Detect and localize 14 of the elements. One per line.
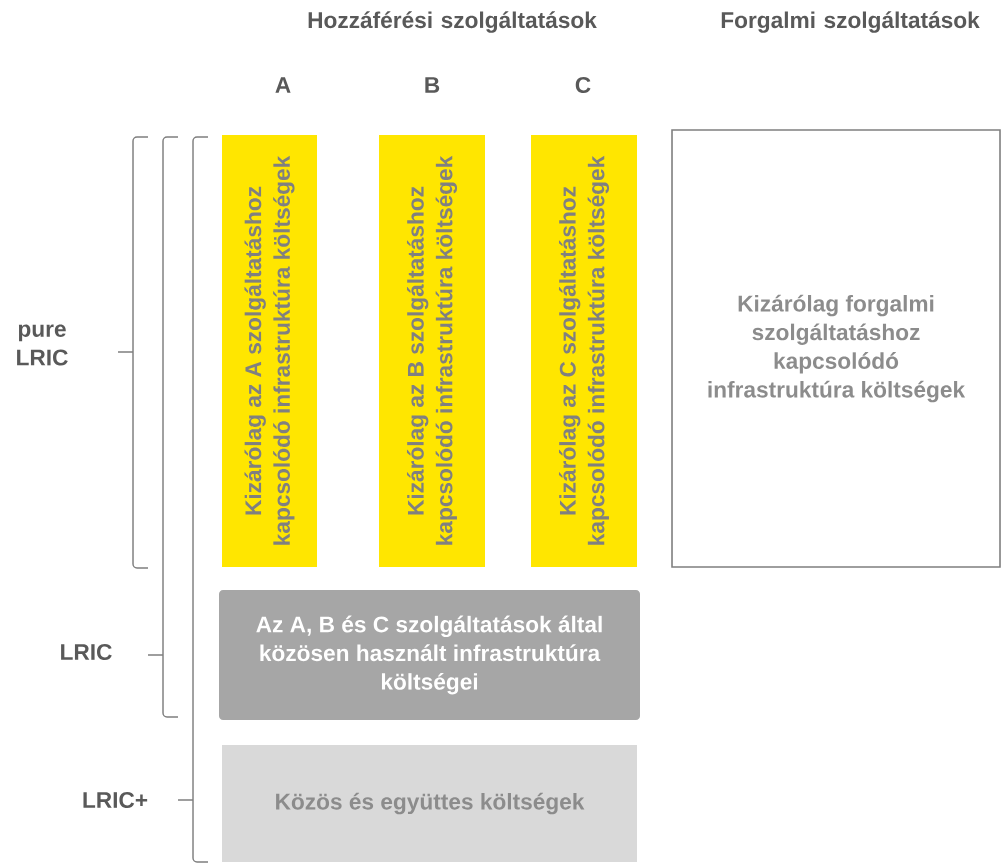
column-heading: Forgalmi szolgáltatások [721,11,980,33]
bracket-label: pure LRIC [17,324,68,366]
column-letter: A [275,77,291,93]
shared-cost-box: Az A, B és C szolgáltatások által közösen használt infrastruktúra költségei [219,590,640,720]
cost-box: Kizárólag forgalmi szolgáltatáshoz kapcsolódó infrastruktúra költségek [671,129,1001,568]
bracket-label: LRIC [61,643,112,661]
column-letter: C [575,76,591,94]
cost-column: Kizárólag az C szolgáltatáshoz kapcsolódó infrastruktúra költségek [531,135,637,567]
column-letter: B [425,77,440,93]
cost-column: Kizárólag az B szolgáltatáshoz kapcsolódó infrastruktúra költségek [379,135,485,567]
bracket-label: LRIC+ [83,791,148,809]
common-cost-box: Közös és együttes költségek [222,745,637,862]
column-heading: Hozzáférési szolgáltatások [308,11,597,33]
cost-column: Kizárólag az A szolgáltatáshoz kapcsolódó infrastruktúra költségek [222,135,317,567]
